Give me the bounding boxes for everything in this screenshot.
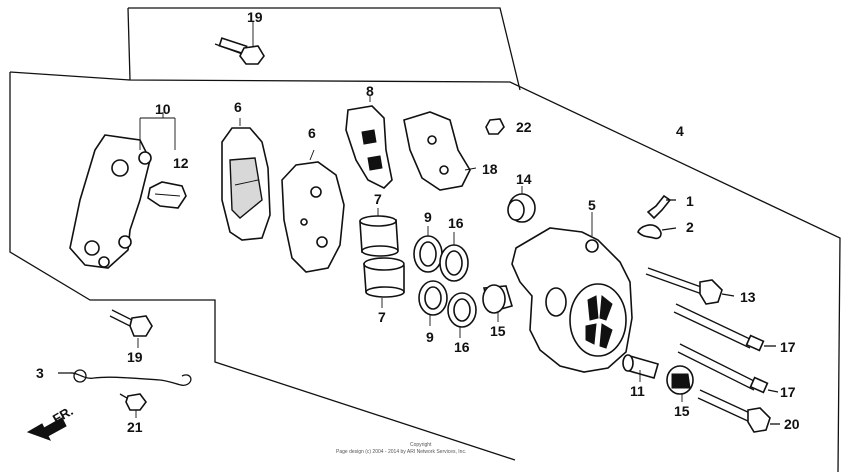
callout-10: 10: [155, 101, 171, 117]
guide-pin-17-lower: [677, 343, 779, 394]
bolt-19-lower: [109, 309, 153, 348]
callout-8: 8: [366, 83, 374, 99]
callout-19-lower: 19: [127, 349, 143, 365]
bushing-15-lower: [666, 365, 694, 402]
footer-line-1: Copyright: [410, 442, 432, 448]
callout-14: 14: [516, 171, 532, 187]
callout-18: 18: [482, 161, 498, 177]
callout-21: 21: [127, 419, 143, 435]
callout-6-right: 6: [308, 125, 316, 141]
pad-shim-8: [345, 95, 393, 189]
sleeve-7-lower: [363, 257, 405, 308]
bushing-15-upper: [482, 284, 514, 322]
callout-17-lower: 17: [780, 384, 796, 400]
bleeder-cap-2: [637, 224, 677, 240]
sleeve-7-upper: [359, 208, 399, 257]
caliper-bracket-10: [69, 112, 176, 269]
retaining-spring-3: [58, 369, 192, 386]
callout-22: 22: [516, 119, 532, 135]
brake-pad-6-left: [221, 118, 271, 241]
callout-16-upper: 16: [448, 215, 464, 231]
bolt-19-top: [214, 22, 265, 65]
callout-16-lower: 16: [454, 339, 470, 355]
callout-5: 5: [588, 197, 596, 213]
callout-13: 13: [740, 289, 756, 305]
callout-9-lower: 9: [426, 329, 434, 345]
callout-17-upper: 17: [780, 339, 796, 355]
seal-9-upper: [413, 226, 443, 273]
bolt-22: [485, 118, 505, 135]
pin-11: [622, 354, 659, 382]
brake-pad-6-right: [281, 149, 345, 273]
callout-9-upper: 9: [424, 209, 432, 225]
callout-7-lower: 7: [378, 309, 386, 325]
callout-4: 4: [676, 123, 684, 139]
bleeder-screw-1: [646, 194, 676, 220]
callout-labels: 19 10 12 6 6 8 22 4 18 14 7 5 1 2 9 16 1…: [36, 9, 800, 435]
guide-bolt-13: [645, 267, 735, 305]
callout-7-upper: 7: [374, 191, 382, 207]
seal-9-lower: [418, 280, 448, 326]
callout-3: 3: [36, 365, 44, 381]
callout-6-left: 6: [234, 99, 242, 115]
callout-15-lower: 15: [674, 403, 690, 419]
assembly-boundary-lines: [9, 7, 841, 473]
callout-11: 11: [630, 383, 645, 399]
callout-2: 2: [686, 219, 694, 235]
anti-rattle-spring-18: [403, 111, 477, 191]
pin-boot-14: [507, 186, 536, 223]
footer-line-2: Page design (c) 2004 - 2014 by ARI Netwo…: [336, 449, 466, 455]
front-direction-arrow: FR.: [26, 403, 76, 441]
callout-15-upper: 15: [490, 323, 506, 339]
callout-12: 12: [173, 155, 189, 171]
callout-19-top: 19: [247, 9, 263, 25]
bolt-21: [119, 393, 147, 418]
pad-clip-12: [147, 181, 187, 209]
caliper-body-5: [511, 212, 633, 373]
callout-1: 1: [686, 193, 694, 209]
bolt-20: [697, 389, 780, 433]
copyright-footer: Copyright Page design (c) 2004 - 2014 by…: [336, 442, 466, 455]
seal-16-upper: [439, 232, 469, 282]
callout-20: 20: [784, 416, 800, 432]
guide-pin-17-upper: [673, 303, 776, 352]
seal-16-lower: [447, 292, 477, 338]
